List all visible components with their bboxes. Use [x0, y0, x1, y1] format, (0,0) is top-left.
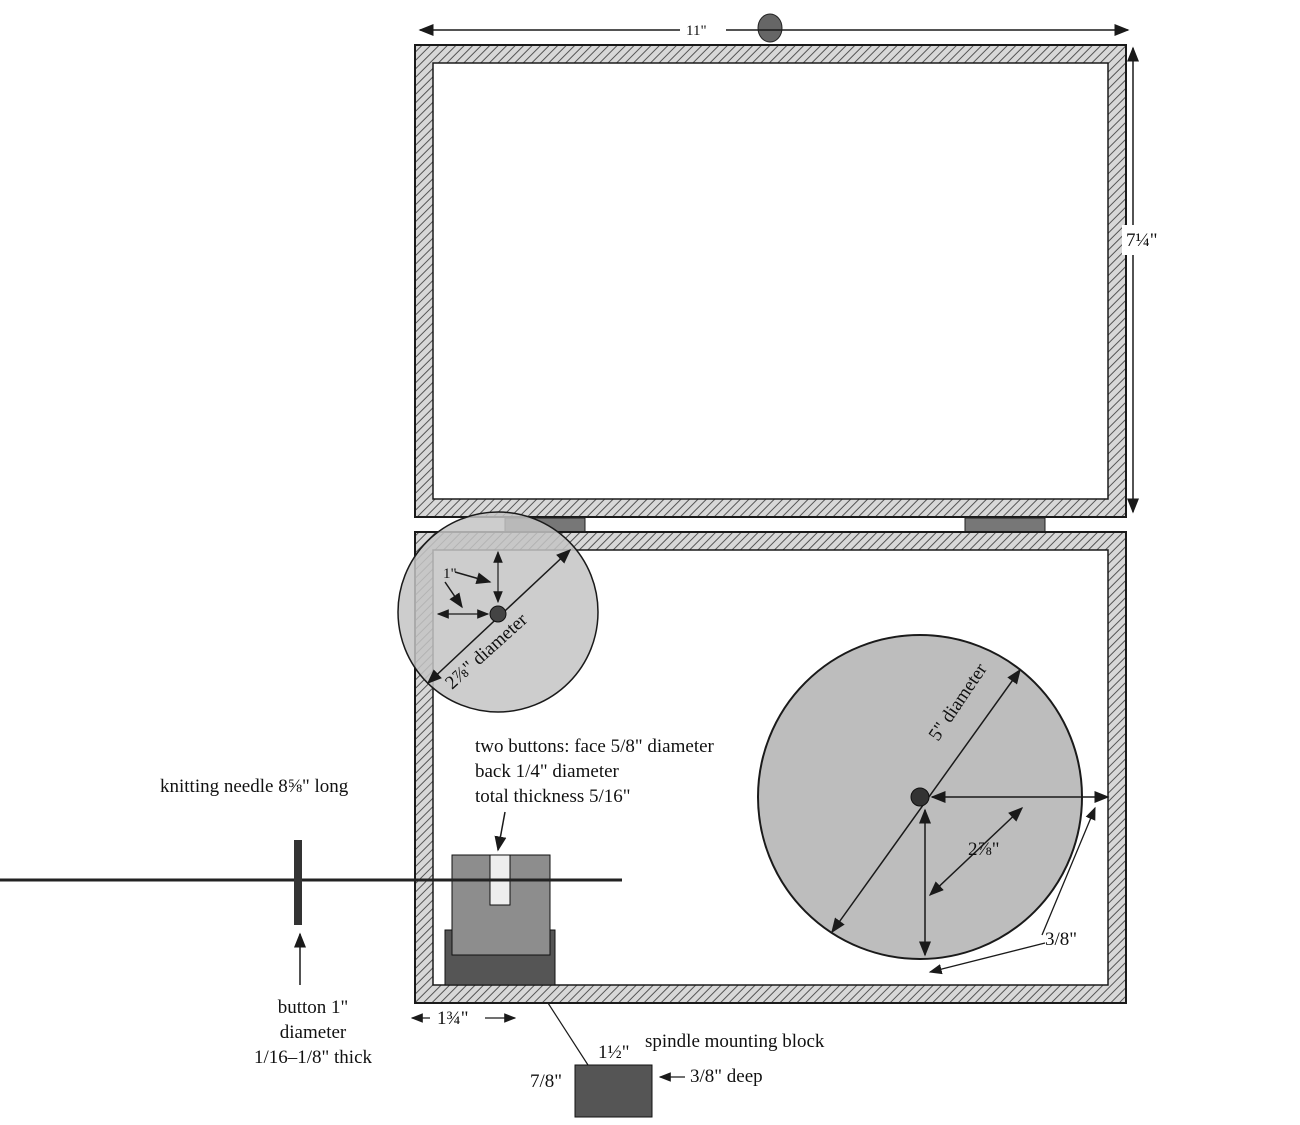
button-label-2: diameter: [280, 1022, 347, 1043]
needle-button: [294, 840, 302, 925]
radius-label: 2⅞": [968, 839, 1000, 860]
block-depth-label: 3/8" deep: [690, 1066, 763, 1087]
buttons-label-2: back 1/4" diameter: [475, 761, 620, 782]
big-wheel: [757, 634, 1110, 975]
small-wheel: [397, 511, 599, 713]
buttons-label-3: total thickness 5/16": [475, 786, 631, 807]
block-width-label: 1½": [598, 1042, 630, 1063]
clearance-label: 3/8": [1045, 929, 1077, 950]
block-offset-label: 1¾": [437, 1008, 469, 1029]
button-label-3: 1/16–1/8" thick: [254, 1047, 373, 1068]
knitting-needle: [0, 840, 622, 985]
buttons-label-1: two buttons: face 5/8" diameter: [475, 736, 715, 757]
height-label: 7¼": [1126, 230, 1158, 251]
button-label-1: button 1": [278, 997, 349, 1018]
clasp-icon: [757, 13, 783, 43]
spindle-assembly: [444, 811, 556, 986]
width-label: 11": [686, 23, 707, 39]
block-title-label: spindle mounting block: [645, 1031, 825, 1052]
hinge: [964, 517, 1046, 533]
needle-label: knitting needle 8⅝" long: [160, 776, 349, 797]
mounting-block: [574, 1064, 653, 1118]
block-height-label: 7/8": [530, 1071, 562, 1092]
axle-icon: [910, 787, 930, 807]
axle-icon: [489, 605, 507, 623]
offset-label: 1": [443, 566, 457, 582]
box-lid: [414, 44, 1127, 518]
